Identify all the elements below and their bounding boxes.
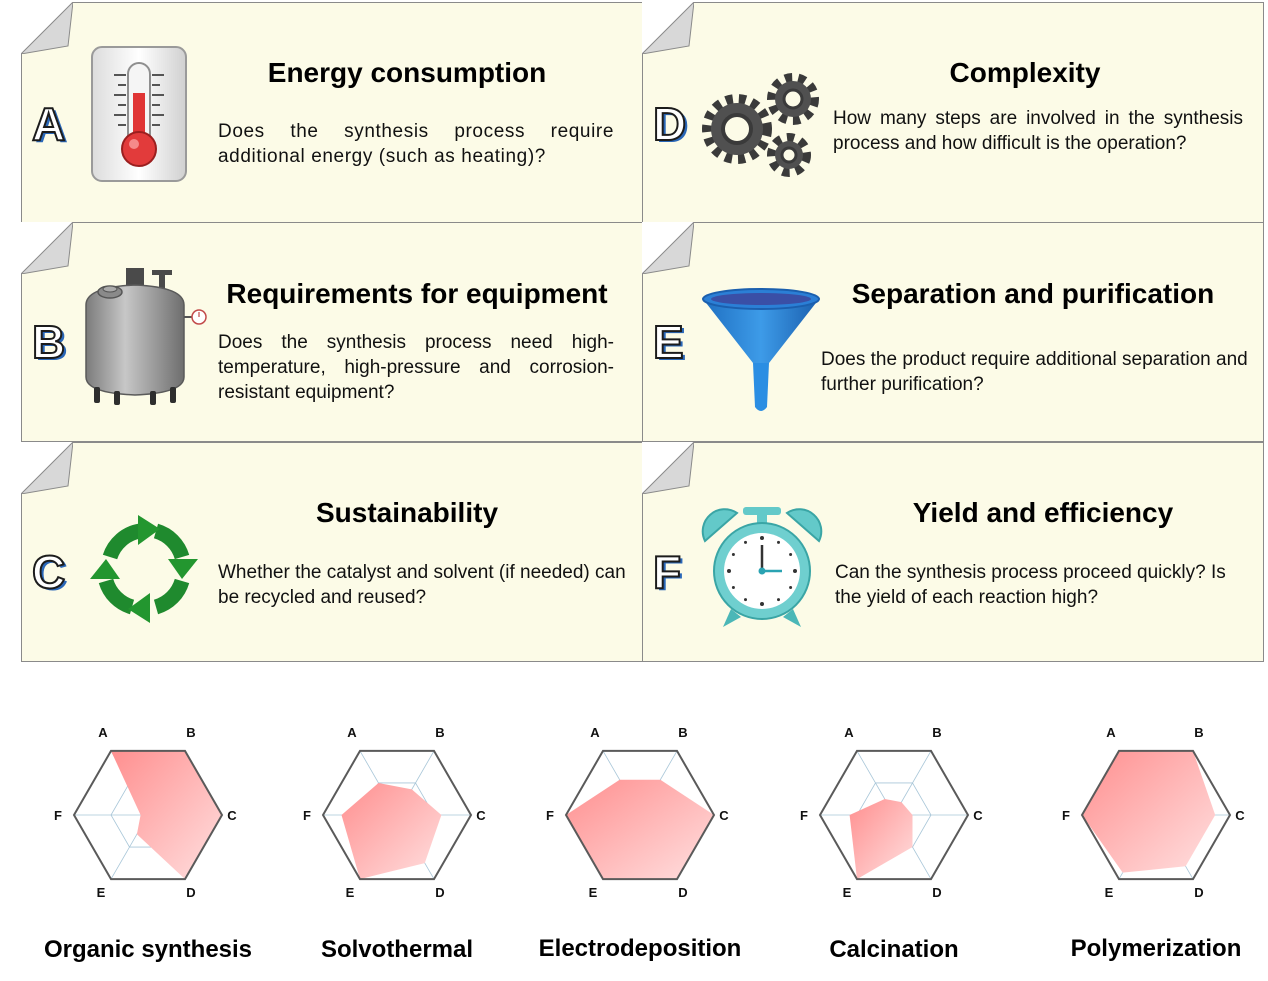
criterion-title: Yield and efficiency	[912, 497, 1174, 528]
recycle-arrows-icon	[90, 515, 198, 623]
radar-axis-label: B	[1194, 725, 1203, 740]
radar-axis-label: B	[932, 725, 941, 740]
radar-chart-title: Organic synthesis	[43, 936, 253, 963]
criterion-card-e: E Separation and purification Does the p…	[642, 222, 1264, 442]
criterion-card-a: A Energy consumption Does the synthesis …	[21, 2, 643, 223]
page-fold-corner	[21, 2, 73, 54]
criterion-letter: A	[31, 98, 66, 150]
page-fold-corner	[642, 2, 694, 54]
radar-chart-title: Calcination	[829, 936, 959, 963]
radar-axis-label: F	[546, 808, 554, 823]
page-fold-corner	[21, 222, 73, 274]
radar-axis-label: A	[590, 725, 600, 740]
radar-axis-label: A	[347, 725, 357, 740]
criterion-letter: E	[652, 316, 685, 368]
radar-chart: A B C D E F	[303, 725, 486, 900]
funnel-icon	[702, 288, 820, 411]
radar-axis-label: E	[1105, 885, 1114, 900]
criterion-letter: D	[652, 98, 687, 150]
radar-series-area	[341, 782, 442, 880]
radar-outer-frame	[564, 749, 716, 881]
criterion-card-c: C Sustainability Whether the catalyst an…	[21, 442, 643, 662]
radar-series-area	[849, 798, 913, 880]
radar-axis-label: D	[186, 885, 195, 900]
radar-axis-label: A	[844, 725, 854, 740]
criterion-description: Does the synthesis process require addit…	[218, 121, 614, 167]
radar-axis-label: E	[843, 885, 852, 900]
radar-axis-label: A	[98, 725, 108, 740]
radar-chart: A B C D E F	[54, 725, 237, 900]
radar-series-area	[1082, 750, 1216, 873]
page-fold-corner	[21, 442, 73, 494]
criterion-title: Sustainability	[315, 497, 499, 528]
radar-axis-label: E	[97, 885, 106, 900]
radar-outer-frame	[1080, 749, 1232, 881]
radar-axis-label: C	[719, 808, 729, 823]
criterion-letter: C	[31, 546, 66, 598]
radar-series-area	[566, 779, 714, 880]
criterion-card-b: B Requirements for equipment Does the sy…	[21, 222, 643, 442]
page-fold-corner	[642, 442, 694, 494]
radar-axis-label: E	[346, 885, 355, 900]
radar-axis-label: B	[186, 725, 195, 740]
criterion-title: Energy consumption	[267, 57, 547, 88]
alarm-clock-icon	[701, 507, 823, 627]
radar-chart: A B C D E F	[546, 725, 729, 900]
criterion-description: How many steps are involved in the synth…	[833, 108, 1243, 154]
radar-axis-label: B	[435, 725, 444, 740]
radar-chart-title: Solvothermal	[320, 936, 474, 963]
criterion-letter: F	[652, 546, 682, 598]
criterion-description: Can the synthesis process proceed quickl…	[835, 562, 1226, 608]
criterion-card-d: D Complexity How many steps are involved…	[642, 2, 1264, 223]
radar-chart: A B C D E F	[800, 725, 983, 900]
radar-axis-label: F	[303, 808, 311, 823]
criterion-letter: B	[31, 316, 66, 368]
criterion-description: Does the product require additional sepa…	[821, 349, 1248, 395]
radar-outer-frame	[321, 749, 473, 881]
criterion-title: Complexity	[949, 57, 1101, 88]
criterion-title: Separation and purification	[851, 278, 1215, 309]
radar-axis-label: F	[1062, 808, 1070, 823]
radar-chart-title: Polymerization	[1070, 935, 1242, 962]
radar-series-area	[111, 750, 222, 880]
gears-icon	[702, 73, 819, 177]
radar-axis-label: D	[932, 885, 941, 900]
radar-chart: A B C D E F	[1062, 725, 1245, 900]
thermometer-icon	[91, 46, 187, 182]
radar-axis-label: F	[800, 808, 808, 823]
radar-axis-label: D	[1194, 885, 1203, 900]
radar-axis-label: C	[973, 808, 983, 823]
radar-axis-label: A	[1106, 725, 1116, 740]
radar-axis-label: C	[476, 808, 486, 823]
radar-axis-label: B	[678, 725, 687, 740]
criterion-description: Does the synthesis process need high-tem…	[218, 332, 614, 403]
pressure-tank-icon	[85, 268, 207, 405]
radar-axis-label: D	[678, 885, 687, 900]
radar-axis-label: C	[227, 808, 237, 823]
criterion-card-f: F Yield and efficiency Can the synthe	[642, 442, 1264, 662]
radar-axis-label: E	[589, 885, 598, 900]
criterion-description: Whether the catalyst and solvent (if nee…	[218, 562, 626, 608]
radar-axis-label: C	[1235, 808, 1245, 823]
radar-outer-frame	[818, 749, 970, 881]
radar-axis-label: F	[54, 808, 62, 823]
radar-outer-frame	[72, 749, 224, 881]
criterion-title: Requirements for equipment	[226, 278, 608, 309]
radar-chart-title: Electrodeposition	[538, 935, 742, 962]
radar-axis-label: D	[435, 885, 444, 900]
page-fold-corner	[642, 222, 694, 274]
